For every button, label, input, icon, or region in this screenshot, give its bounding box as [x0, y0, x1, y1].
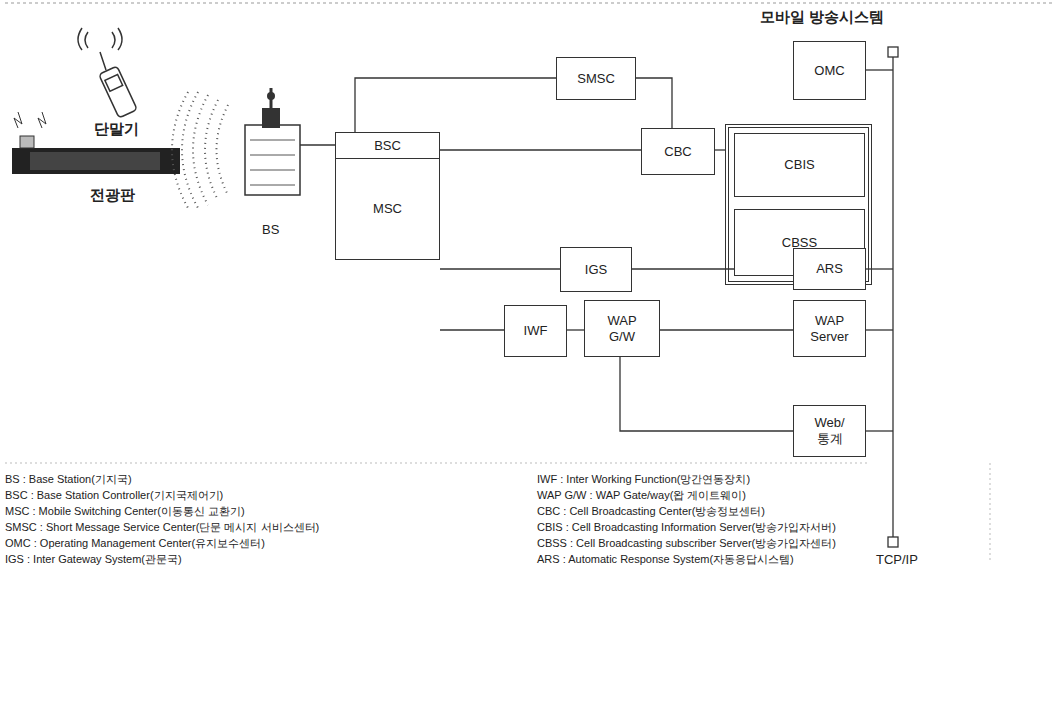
frame-line	[5, 463, 870, 464]
frame-line	[990, 463, 991, 560]
node-label: IGS	[582, 262, 610, 278]
node-label: WAP Server	[802, 313, 858, 344]
cbis-box: CBIS	[734, 133, 865, 197]
title-label: 모바일 방송시스템	[760, 8, 884, 27]
legend-note: OMC : Operating Management Center(유지보수센터…	[5, 536, 265, 551]
legend-note: ARS : Automatic Response System(자동응답시스템)	[537, 552, 794, 567]
legend-note: MSC : Mobile Switching Center(이동통신 교환기)	[5, 504, 245, 519]
device-label: 단말기	[94, 120, 139, 139]
node-label: WAP G/W	[594, 313, 650, 344]
legend-note: CBC : Cell Broadcasting Center(방송정보센터)	[537, 504, 765, 519]
legend-note: IWF : Inter Working Function(망간연동장치)	[537, 472, 750, 487]
web-stats-box: Web/ 통계	[793, 405, 866, 457]
wap-gateway-box: WAP G/W	[584, 300, 660, 357]
igs-box: IGS	[560, 247, 632, 292]
frame-line	[5, 3, 1054, 4]
connector-line	[620, 357, 793, 431]
smsc-box: SMSC	[556, 57, 636, 100]
legend-note: IGS : Inter Gateway System(관문국)	[5, 552, 182, 567]
legend-note: CBSS : Cell Broadcasting subscriber Serv…	[537, 536, 836, 551]
phone-icon	[78, 28, 137, 118]
sign-board-icon	[12, 112, 180, 174]
iwf-box: IWF	[504, 305, 567, 357]
node-label: Web/ 통계	[805, 415, 855, 446]
connector-line	[440, 268, 560, 269]
bus-label: TCP/IP	[876, 552, 918, 567]
connector-line	[440, 329, 504, 330]
bsc-box: BSC	[335, 132, 440, 159]
ars-box: ARS	[793, 248, 866, 290]
node-label: OMC	[811, 63, 847, 79]
node-label: CBIS	[781, 157, 817, 173]
legend-note: SMSC : Short Message Service Center(단문 메…	[5, 520, 319, 535]
connector-line	[567, 329, 584, 330]
legend-note: BS : Base Station(기지국)	[5, 472, 132, 487]
connector-line	[715, 149, 725, 150]
device-label: 전광판	[90, 186, 135, 205]
msc-box: MSC	[335, 158, 440, 260]
legend-note: BSC : Base Station Controller(기지국제어기)	[5, 488, 223, 503]
tcp-ip-bus	[866, 47, 898, 547]
node-label: MSC	[370, 201, 405, 217]
legend-note: CBIS : Cell Broadcasting Information Ser…	[537, 520, 836, 535]
station-label: BS	[262, 222, 279, 237]
node-label: BSC	[371, 138, 404, 154]
node-label: IWF	[521, 323, 551, 339]
legend-note: WAP G/W : WAP Gate/way(왑 게이트웨이)	[537, 488, 746, 503]
base-station-icon	[172, 88, 335, 208]
connector-line	[636, 78, 672, 128]
connector-line	[355, 78, 556, 132]
cbc-box: CBC	[641, 128, 715, 175]
node-label: ARS	[813, 261, 846, 277]
node-label: SMSC	[574, 71, 618, 87]
node-label: CBC	[661, 144, 694, 160]
wap-server-box: WAP Server	[793, 300, 866, 357]
omc-box: OMC	[793, 41, 866, 100]
connector-line	[660, 329, 793, 330]
